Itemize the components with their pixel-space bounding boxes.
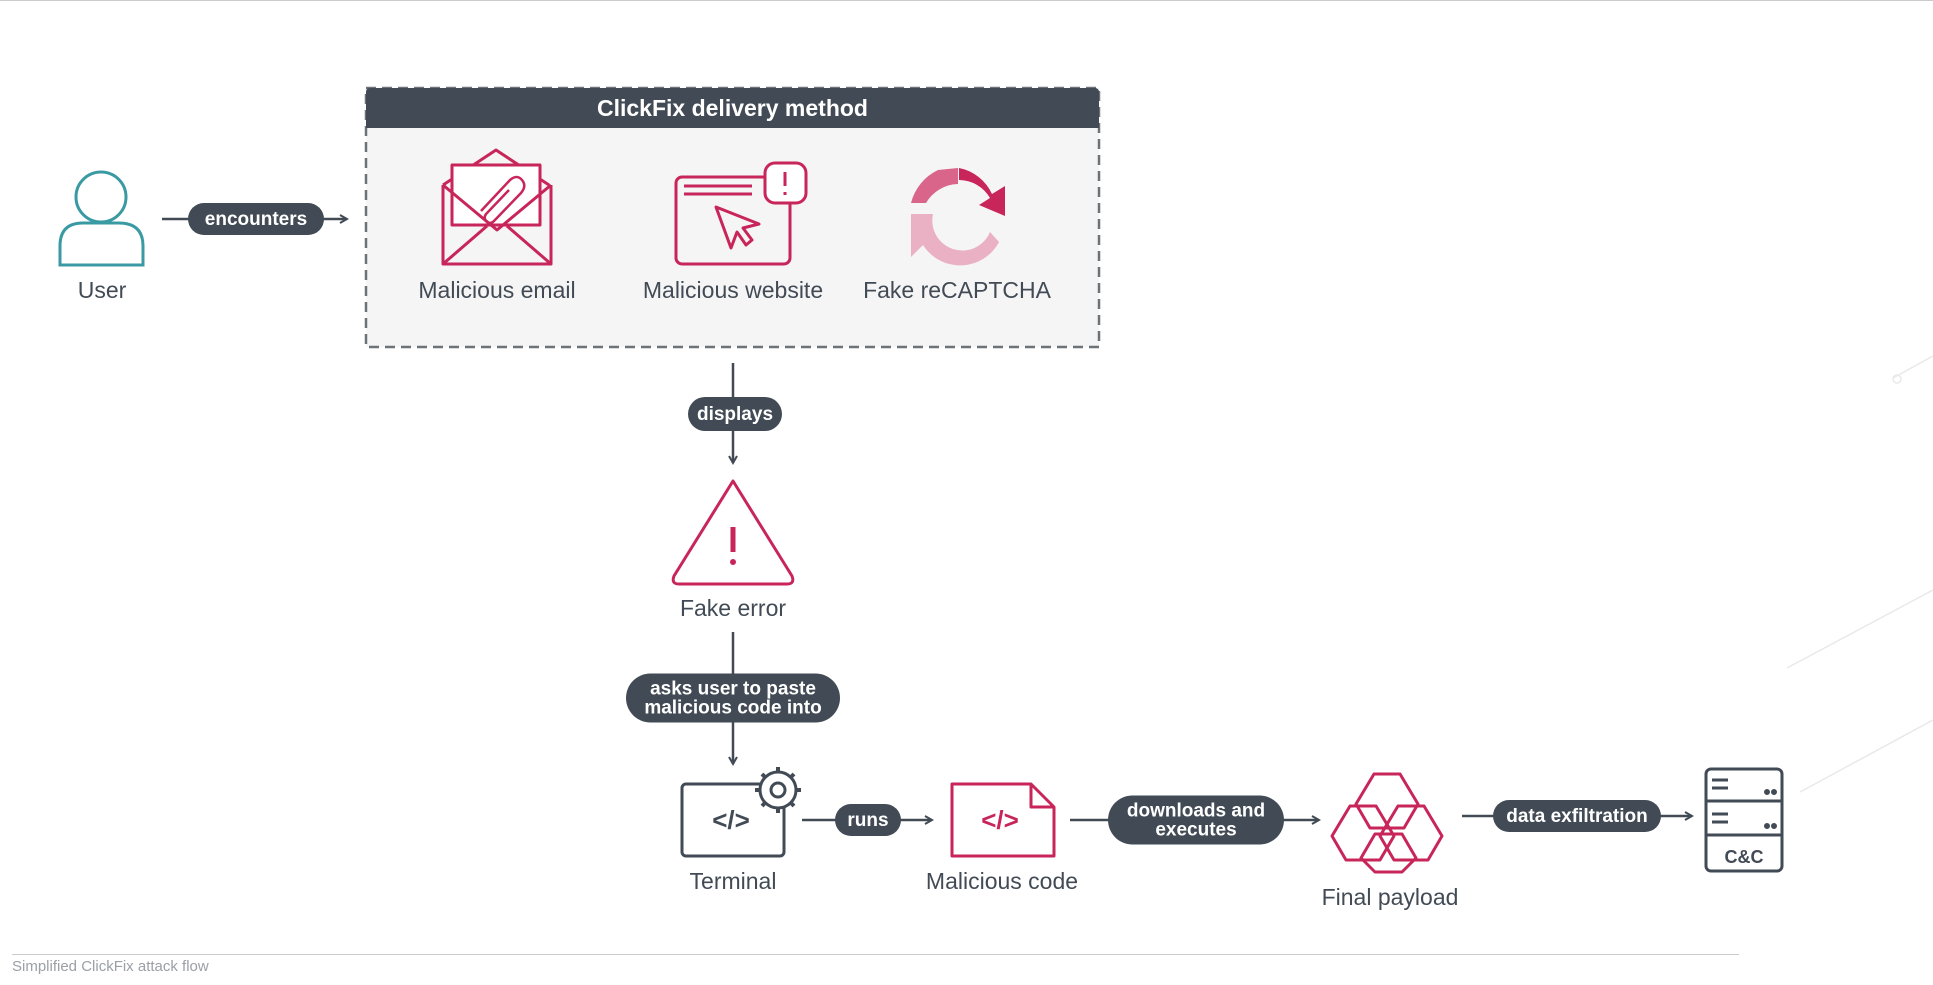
edge-label-data-exfiltration: data exfiltration — [1493, 800, 1661, 832]
malicious-code-label: Malicious code — [925, 868, 1079, 894]
top-divider — [0, 0, 1933, 1]
user-label: User — [77, 277, 127, 303]
browser-warning-icon — [674, 161, 808, 266]
cnc-label: C&C — [1725, 847, 1764, 867]
background-decoration — [1786, 355, 1933, 793]
edge-label-runs: runs — [835, 804, 901, 836]
malicious-website-label: Malicious website — [642, 277, 824, 303]
malicious-email-label: Malicious email — [418, 277, 576, 303]
edge-label-displays: displays — [688, 397, 782, 431]
terminal-gear-icon: </> — [680, 767, 801, 858]
recaptcha-icon — [911, 168, 1005, 266]
svg-text:</>: </> — [981, 805, 1019, 835]
biohazard-icon — [1330, 772, 1444, 874]
fake-recaptcha-label: Fake reCAPTCHA — [863, 277, 1051, 303]
code-file-icon: </> — [950, 782, 1056, 858]
bottom-divider — [12, 954, 1739, 955]
warning-triangle-icon — [671, 479, 795, 586]
edge-label-asks-user: asks user to paste malicious code into — [626, 673, 840, 723]
figure-caption: Simplified ClickFix attack flow — [12, 958, 209, 975]
delivery-method-header: ClickFix delivery method — [366, 88, 1099, 128]
user-icon — [58, 170, 145, 267]
svg-text:</>: </> — [712, 805, 750, 835]
envelope-icon — [441, 148, 553, 266]
final-payload-label: Final payload — [1321, 884, 1459, 910]
terminal-label: Terminal — [689, 868, 777, 894]
fake-error-label: Fake error — [679, 595, 787, 621]
server-icon — [1704, 767, 1784, 873]
edge-label-downloads: downloads and executes — [1108, 795, 1284, 845]
edge-label-encounters: encounters — [188, 203, 324, 235]
delivery-method-title: ClickFix delivery method — [597, 94, 868, 121]
